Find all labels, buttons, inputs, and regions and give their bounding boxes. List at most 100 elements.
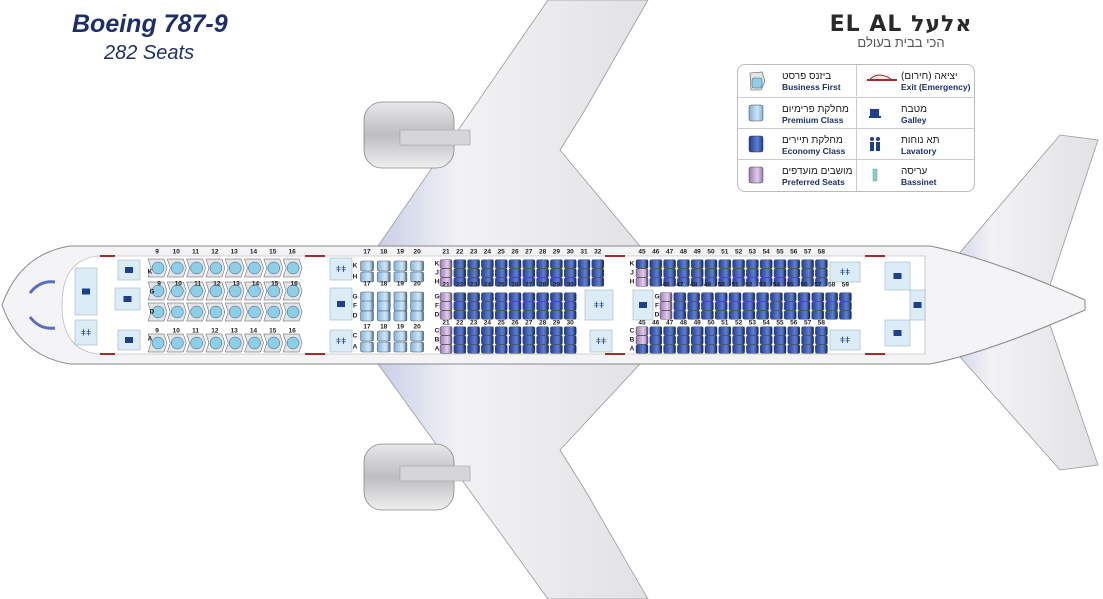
economy-seat-23G[interactable] [467,292,480,302]
economy-seat-59G[interactable] [839,292,852,302]
economy-seat-30B[interactable] [564,335,577,345]
economy-seat-48D[interactable] [687,310,700,320]
economy-seat-25A[interactable] [495,344,508,354]
preferred-seat-21B[interactable] [439,335,453,345]
economy-seat-55D[interactable] [784,310,797,320]
economy-seat-48B[interactable] [677,335,690,345]
economy-seat-27G[interactable] [522,292,535,302]
economy-seat-47K[interactable] [663,259,676,269]
business-seat-13D[interactable] [224,302,245,322]
preferred-seat-45C[interactable] [635,326,649,336]
business-seat-16K[interactable] [282,258,303,278]
economy-seat-52G[interactable] [742,292,755,302]
economy-seat-56G[interactable] [797,292,811,302]
economy-seat-55G[interactable] [784,292,797,302]
economy-seat-51A[interactable] [718,344,731,354]
economy-seat-50H[interactable] [704,277,718,287]
economy-seat-30G[interactable] [564,292,577,302]
premium-seat-19C[interactable] [393,330,408,342]
economy-seat-56D[interactable] [797,310,811,320]
premium-seat-18G[interactable] [377,291,391,303]
economy-seat-54H[interactable] [760,277,773,287]
economy-seat-32H[interactable] [591,277,604,287]
economy-seat-48K[interactable] [677,259,690,269]
economy-seat-50D[interactable] [715,310,728,320]
economy-seat-56B[interactable] [787,335,800,345]
economy-seat-48G[interactable] [687,292,700,302]
economy-seat-25K[interactable] [495,259,508,269]
economy-seat-52A[interactable] [732,344,745,354]
economy-seat-47F[interactable] [673,301,686,311]
business-seat-16A[interactable] [282,333,303,353]
economy-seat-26G[interactable] [508,292,522,302]
premium-seat-20A[interactable] [410,341,424,353]
economy-seat-26C[interactable] [508,326,522,336]
economy-seat-32J[interactable] [591,268,604,278]
economy-seat-54K[interactable] [760,259,773,269]
economy-seat-27F[interactable] [522,301,535,311]
premium-seat-18F[interactable] [377,300,391,312]
economy-seat-25D[interactable] [495,310,508,320]
economy-seat-52H[interactable] [732,277,745,287]
economy-seat-27A[interactable] [522,344,535,354]
economy-seat-26D[interactable] [508,310,522,320]
economy-seat-51H[interactable] [718,277,731,287]
economy-seat-47A[interactable] [663,344,676,354]
premium-seat-17A[interactable] [360,341,374,353]
economy-seat-53H[interactable] [746,277,759,287]
preferred-seat-46G[interactable] [659,292,673,302]
economy-seat-24A[interactable] [481,344,494,354]
premium-seat-19G[interactable] [393,291,408,303]
economy-seat-22J[interactable] [453,268,466,278]
economy-seat-47G[interactable] [673,292,686,302]
economy-seat-28C[interactable] [536,326,549,336]
business-seat-14D[interactable] [244,302,264,322]
economy-seat-46A[interactable] [649,344,662,354]
premium-seat-17F[interactable] [360,300,374,312]
premium-seat-20K[interactable] [410,260,424,272]
economy-seat-29J[interactable] [550,268,563,278]
economy-seat-55K[interactable] [773,259,787,269]
economy-seat-30D[interactable] [564,310,577,320]
economy-seat-53D[interactable] [756,310,769,320]
economy-seat-57J[interactable] [801,268,814,278]
economy-seat-49A[interactable] [691,344,704,354]
economy-seat-27C[interactable] [522,326,535,336]
economy-seat-48F[interactable] [687,301,700,311]
economy-seat-56C[interactable] [787,326,800,336]
premium-seat-19K[interactable] [393,260,408,272]
business-seat-16G[interactable] [282,281,303,301]
economy-seat-51J[interactable] [718,268,731,278]
premium-seat-20C[interactable] [410,330,424,342]
economy-seat-52F[interactable] [742,301,755,311]
premium-seat-18K[interactable] [377,260,391,272]
economy-seat-23D[interactable] [467,310,480,320]
business-seat-11K[interactable] [186,258,206,278]
economy-seat-23F[interactable] [467,301,480,311]
economy-seat-52J[interactable] [732,268,745,278]
business-seat-10A[interactable] [166,333,187,353]
business-seat-15K[interactable] [263,258,284,278]
economy-seat-51F[interactable] [728,301,742,311]
preferred-seat-46F[interactable] [659,301,673,311]
economy-seat-53K[interactable] [746,259,759,269]
economy-seat-23A[interactable] [467,344,480,354]
business-seat-13G[interactable] [224,281,245,301]
economy-seat-57H[interactable] [801,277,814,287]
economy-seat-49H[interactable] [691,277,704,287]
economy-seat-22C[interactable] [453,326,466,336]
preferred-seat-46D[interactable] [659,310,673,320]
economy-seat-59D[interactable] [839,310,852,320]
economy-seat-55B[interactable] [773,335,787,345]
economy-seat-46J[interactable] [649,268,662,278]
economy-seat-30H[interactable] [564,277,577,287]
economy-seat-53A[interactable] [746,344,759,354]
economy-seat-31K[interactable] [577,259,591,269]
economy-seat-46C[interactable] [649,326,662,336]
business-seat-14G[interactable] [244,281,264,301]
economy-seat-25J[interactable] [495,268,508,278]
business-seat-12D[interactable] [205,302,226,322]
economy-seat-50B[interactable] [704,335,718,345]
economy-seat-49K[interactable] [691,259,704,269]
economy-seat-52K[interactable] [732,259,745,269]
